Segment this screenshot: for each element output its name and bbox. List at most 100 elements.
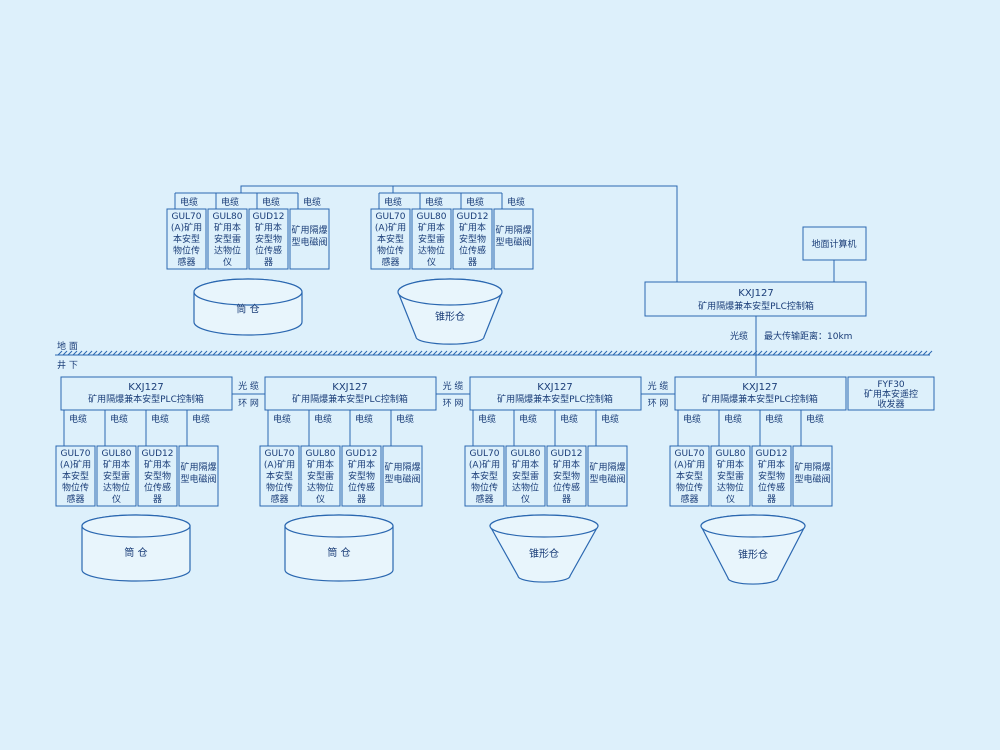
device-label: 矿用本: [348, 459, 375, 471]
device-label: GUL80: [510, 449, 540, 459]
ground-hatch: [742, 350, 748, 356]
ground-hatch: [157, 350, 163, 356]
device-label: 感器: [381, 256, 399, 268]
ground-hatch: [422, 350, 428, 356]
device-label: 仪: [223, 257, 232, 268]
ground-hatch: [767, 350, 773, 356]
device-label: GUL70: [60, 449, 90, 459]
ground-hatch: [797, 350, 803, 356]
ground-hatch: [807, 350, 813, 356]
ground-hatch: [352, 350, 358, 356]
gul70-sensor-box: [669, 445, 710, 507]
ground-hatch: [407, 350, 413, 356]
ground-hatch: [582, 350, 588, 356]
device-label: 达物位: [214, 245, 241, 257]
ground-hatch: [487, 350, 493, 356]
ground-hatch: [532, 350, 538, 356]
device-label: 仪: [112, 494, 121, 505]
cone-silo: [489, 514, 599, 583]
device-label: 器: [153, 494, 162, 505]
device-label: 安型物: [553, 470, 580, 482]
ground-hatch: [72, 350, 78, 356]
ground-hatch: [642, 350, 648, 356]
controller-name-label: 矿用隔爆兼本安型PLC控制箱: [88, 393, 204, 405]
ground-hatch: [372, 350, 378, 356]
underground-plc-controller-box: [60, 376, 233, 411]
ground-hatch: [752, 350, 758, 356]
ground-hatch: [882, 350, 888, 356]
ground-hatch: [102, 350, 108, 356]
device-label: GUL80: [715, 449, 745, 459]
device-label: 达物位: [103, 482, 130, 494]
ground-hatch: [242, 350, 248, 356]
ground-hatch: [712, 350, 718, 356]
gul70-sensor-box: [166, 208, 207, 270]
ground-hatch: [197, 350, 203, 356]
controller-name-label: 矿用隔爆兼本安型PLC控制箱: [702, 393, 818, 405]
gul80-radar-box: [96, 445, 137, 507]
ground-hatch: [892, 350, 898, 356]
cable-label: 电缆: [273, 413, 291, 425]
device-label: 达物位: [717, 482, 744, 494]
device-label: GUD12: [253, 212, 285, 222]
device-label: GUD12: [756, 449, 788, 459]
ground-hatch: [562, 350, 568, 356]
device-label: 达物位: [307, 482, 334, 494]
ground-hatch: [907, 350, 913, 356]
ground-hatch: [467, 350, 473, 356]
cable-label: 电缆: [560, 413, 578, 425]
ground-hatch: [912, 350, 918, 356]
ground-hatch: [457, 350, 463, 356]
device-label: 矿用隔爆: [180, 461, 216, 473]
device-label: 型电磁阀: [589, 473, 625, 485]
ground-hatch: [662, 350, 668, 356]
ground-hatch: [442, 350, 448, 356]
cable-label: 电缆: [724, 413, 742, 425]
gud12-sensor-box: [751, 445, 792, 507]
ground-hatch: [387, 350, 393, 356]
device-label: 型电磁阀: [794, 473, 830, 485]
ground-hatch: [792, 350, 798, 356]
device-label: 矿用隔爆: [291, 224, 327, 236]
ground-hatch: [302, 350, 308, 356]
device-label: 感器: [680, 493, 698, 505]
ground-hatch: [312, 350, 318, 356]
gul80-radar-box: [207, 208, 248, 270]
ground-hatch: [127, 350, 133, 356]
ground-hatch: [217, 350, 223, 356]
cable-label: 电缆: [466, 196, 484, 208]
device-label: GUL80: [416, 212, 446, 222]
device-label: 矿用本: [307, 459, 334, 471]
device-label: 安型雷: [512, 470, 539, 482]
device-label: GUD12: [142, 449, 174, 459]
solenoid-valve-box: [289, 208, 330, 270]
labels: 电缆GUL70(A)矿用本安型物位传感器电缆GUL80矿用本安型雷达物位仪电缆G…: [57, 196, 918, 561]
ground-hatch: [592, 350, 598, 356]
ground-hatch: [722, 350, 728, 356]
solenoid-valve-box: [178, 445, 219, 507]
ground-hatch: [97, 350, 103, 356]
controller-model-label: KXJ127: [332, 382, 367, 393]
ground-hatch: [397, 350, 403, 356]
ground-hatch: [452, 350, 458, 356]
device-label: 位传感: [459, 245, 486, 257]
ground-hatch: [542, 350, 548, 356]
device-label: 位传感: [255, 245, 282, 257]
fiber-ring-label: 光 缆: [648, 380, 669, 392]
underground-plc-controller-box: [264, 376, 437, 411]
ground-hatch: [122, 350, 128, 356]
ground-hatch: [782, 350, 788, 356]
device-label: 矿用本: [553, 459, 580, 471]
solenoid-valve-box: [587, 445, 628, 507]
ground-hatch: [567, 350, 573, 356]
ground-hatch: [837, 350, 843, 356]
device-label: 本安型: [62, 470, 89, 482]
ground-hatch: [107, 350, 113, 356]
device-label: GUL80: [212, 212, 242, 222]
ground-hatch: [332, 350, 338, 356]
ground-hatch: [77, 350, 83, 356]
device-label: (A)矿用: [375, 222, 406, 234]
device-label: 本安型: [471, 470, 498, 482]
silo-label: 锥形仓: [738, 548, 768, 561]
ground-hatch: [677, 350, 683, 356]
